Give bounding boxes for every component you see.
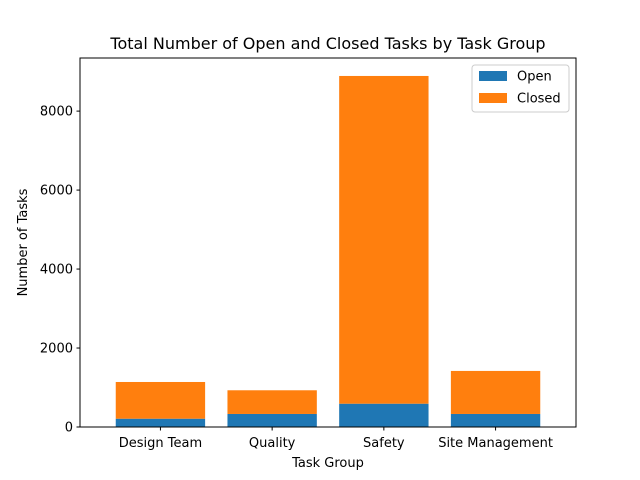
legend-swatch-open bbox=[479, 71, 507, 81]
legend-swatch-closed bbox=[479, 93, 507, 103]
x-tick-label: Quality bbox=[249, 436, 296, 451]
x-axis-label: Task Group bbox=[291, 456, 364, 471]
bar-open-quality bbox=[227, 413, 317, 427]
y-tick-label: 2000 bbox=[40, 342, 73, 357]
y-axis-label: Number of Tasks bbox=[16, 188, 31, 296]
x-axis: Design Team Quality Safety Site Management bbox=[119, 427, 553, 451]
x-tick-label: Site Management bbox=[438, 436, 553, 451]
y-tick-label: 6000 bbox=[40, 184, 73, 199]
y-tick-label: 0 bbox=[65, 421, 73, 436]
x-tick-label: Design Team bbox=[119, 436, 202, 451]
y-tick-label: 4000 bbox=[40, 263, 73, 278]
chart-title: Total Number of Open and Closed Tasks by… bbox=[109, 34, 545, 53]
bar-closed-quality bbox=[227, 390, 317, 414]
plot-frame bbox=[79, 57, 577, 428]
bars-group bbox=[115, 75, 541, 427]
bar-closed-safety bbox=[339, 75, 429, 404]
bar-closed-design-team bbox=[115, 381, 206, 419]
y-tick-label: 8000 bbox=[40, 105, 73, 120]
x-tick-label: Safety bbox=[363, 436, 405, 451]
legend-label-open: Open bbox=[517, 70, 552, 85]
bar-open-design-team bbox=[115, 418, 206, 427]
bar-open-safety bbox=[339, 403, 429, 427]
bar-closed-site-management bbox=[450, 370, 541, 414]
bar-open-site-management bbox=[450, 413, 541, 427]
legend-label-closed: Closed bbox=[517, 92, 561, 107]
y-axis: 0 2000 4000 6000 8000 bbox=[40, 105, 80, 436]
